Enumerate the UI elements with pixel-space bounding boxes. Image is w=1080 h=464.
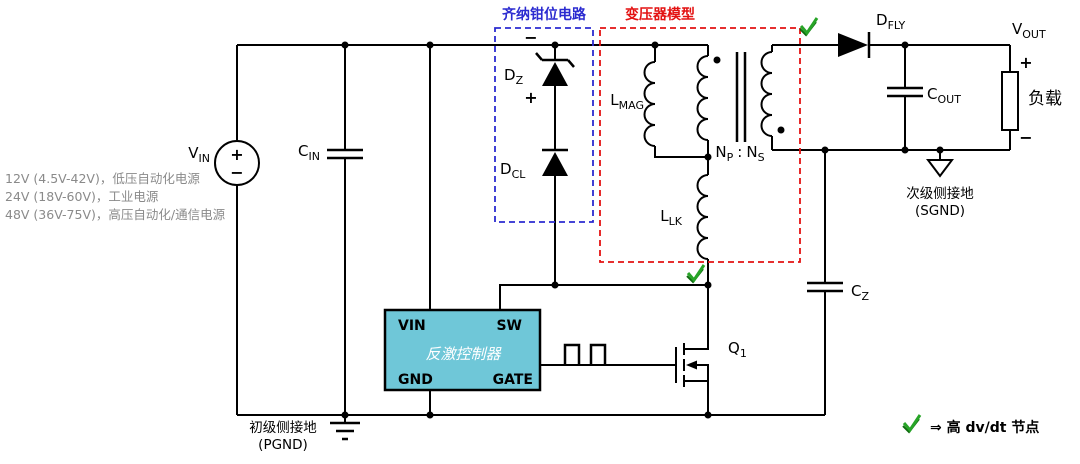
sgnd-symbol (926, 159, 954, 178)
circuit-wires (236, 44, 1011, 423)
controller-body (383, 308, 542, 392)
junction-dot (551, 281, 559, 289)
vin-minus-sign: − (230, 163, 243, 182)
cin-capacitor: CIN (298, 142, 363, 163)
junction-dot (341, 41, 349, 49)
q1-mosfet: Q1 (540, 285, 747, 415)
pgnd-symbol (330, 421, 360, 441)
cin-label: CIN (298, 142, 320, 163)
pin-vin-label: VIN (398, 318, 426, 334)
gate-pulse-waveform-icon (563, 343, 607, 365)
pgnd-label-line-2: (PGND) (258, 437, 308, 453)
out-minus-sign: − (1019, 128, 1032, 147)
flyback-controller: VIN SW GND GATE 反激控制器 (383, 308, 542, 392)
load-label: 负载 (1028, 89, 1062, 109)
vout-label: VOUT (1012, 20, 1046, 41)
cz-label: CZ (851, 282, 869, 303)
transformer: LMAG LLK NP:NS (610, 51, 785, 260)
transformer-core (735, 52, 747, 142)
primary-winding (696, 55, 709, 141)
pin-sw-label: SW (496, 318, 522, 334)
junction-dot (704, 281, 712, 289)
llk-label: LLK (660, 207, 682, 228)
transformer-model-box (599, 27, 801, 263)
cz-capacitor: CZ (807, 281, 869, 303)
dfly-diode: DFLY (838, 11, 906, 58)
out-plus-sign: + (1019, 53, 1032, 72)
transformer-model-title: 变压器模型 (625, 6, 695, 23)
cout-capacitor (887, 86, 923, 98)
output-section: VOUT COUT 负载 + − (887, 20, 1062, 147)
zener-clamp-box (494, 27, 594, 223)
turns-ratio-label: NP:NS (715, 143, 764, 164)
vin-label: VIN (188, 144, 210, 165)
junction-dot (936, 146, 944, 154)
vin-source: + − VIN (188, 140, 260, 186)
junction-dot (821, 146, 829, 154)
secondary-polarity-dot (777, 126, 785, 134)
q1-label: Q1 (728, 339, 747, 360)
load-resistor (1001, 71, 1019, 131)
junction-dot (901, 146, 909, 154)
dz-minus-sign: − (524, 28, 537, 47)
input-voltage-notes: 12V (4.5V-42V)，低压自动化电源 24V (18V-60V)，工业电… (5, 171, 226, 222)
pgnd-label-line-1: 初级侧接地 (249, 419, 317, 436)
sgnd-label-line-1: 次级侧接地 (906, 185, 974, 202)
junction-dot (651, 41, 659, 49)
note-line-2: 24V (18V-60V)，工业电源 (5, 189, 159, 204)
junction-dot (551, 41, 559, 49)
dz-label: DZ (504, 66, 524, 87)
dvdt-legend: ⇒ 高 dv/dt 节点 (901, 413, 1039, 436)
dz-zener-diode: − + DZ (504, 28, 575, 107)
voltage-source-symbol (214, 140, 260, 186)
junction-dots (341, 41, 944, 419)
lmag-label: LMAG (610, 91, 644, 112)
dfly-label: DFLY (876, 11, 906, 32)
pin-gate-label: GATE (493, 372, 533, 388)
dcl-label: DCL (500, 160, 526, 181)
junction-dot (426, 411, 434, 419)
lmag-inductor (643, 61, 656, 147)
pgnd-ground: 初级侧接地 (PGND) (249, 419, 360, 453)
junction-dot (901, 41, 909, 49)
sgnd-label-line-2: (SGND) (915, 203, 965, 219)
mosfet-body-arrow (686, 360, 697, 370)
dz-plus-sign: + (524, 88, 537, 107)
legend-text: ⇒ 高 dv/dt 节点 (930, 419, 1039, 436)
cout-label: COUT (927, 85, 961, 106)
note-line-1: 12V (4.5V-42V)，低压自动化电源 (5, 171, 200, 186)
junction-dot (426, 41, 434, 49)
junction-dot (341, 411, 349, 419)
secondary-winding (760, 51, 773, 137)
junction-dot (704, 411, 712, 419)
llk-inductor (696, 174, 709, 260)
junction-dot (704, 153, 712, 161)
controller-name: 反激控制器 (425, 345, 502, 363)
primary-polarity-dot (713, 56, 721, 64)
vin-plus-sign: + (230, 145, 243, 164)
dcl-clamp-diode: DCL (500, 148, 568, 181)
pin-gnd-label: GND (398, 372, 433, 388)
zener-clamp-title: 齐纳钳位电路 (502, 6, 587, 23)
sgnd-ground: 次级侧接地 (SGND) (906, 159, 974, 219)
note-line-3: 48V (36V-75V)，高压自动化/通信电源 (5, 207, 226, 222)
